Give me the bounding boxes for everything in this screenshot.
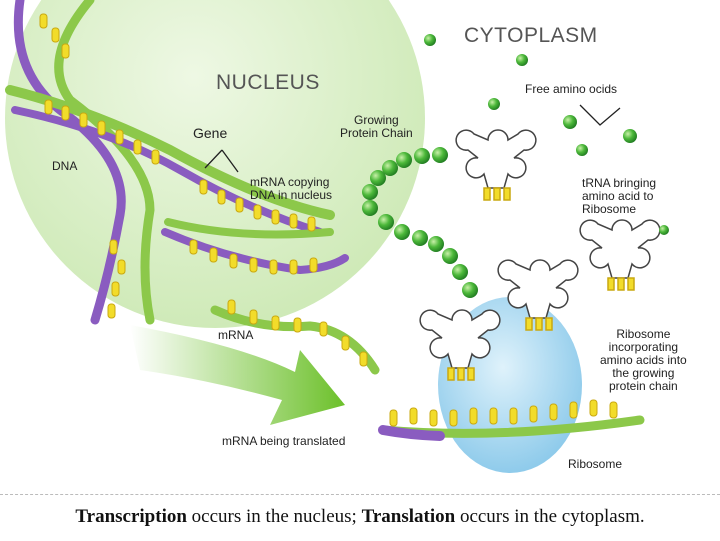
mrna-label: mRNA [218, 329, 253, 342]
caption-text-1: occurs in the nucleus; [187, 506, 362, 527]
caption-term-transcription: Transcription [75, 506, 187, 527]
trna-2 [580, 220, 660, 290]
diagram-graphics [0, 0, 720, 490]
gene-label: Gene [193, 127, 227, 140]
ribosome-label: Ribosome [568, 458, 622, 471]
free-amino-acids-label: Free amino ocids [525, 83, 617, 96]
mrna-translated-label: mRNA being translated [222, 435, 345, 448]
dna-label: DNA [52, 160, 77, 173]
trna-1 [456, 130, 536, 200]
caption: Transcription occurs in the nucleus; Tra… [0, 494, 720, 541]
caption-text-2: occurs in the cytoplasm. [455, 506, 644, 527]
diagram-canvas: CYTOPLASM NUCLEUS Free amino ocids Growi… [0, 0, 720, 490]
cytoplasm-label: CYTOPLASM [464, 24, 598, 48]
ribosome-incorporating-label: Ribosome incorporating amino acids into … [600, 328, 687, 393]
caption-term-translation: Translation [362, 506, 456, 527]
trna-label: tRNA bringing amino acid to Ribosome [582, 177, 656, 216]
nucleus-label: NUCLEUS [216, 71, 320, 95]
mrna-copying-label: mRNA copying DNA in nucleus [250, 176, 332, 202]
growing-chain-label: Growing Protein Chain [340, 114, 413, 140]
